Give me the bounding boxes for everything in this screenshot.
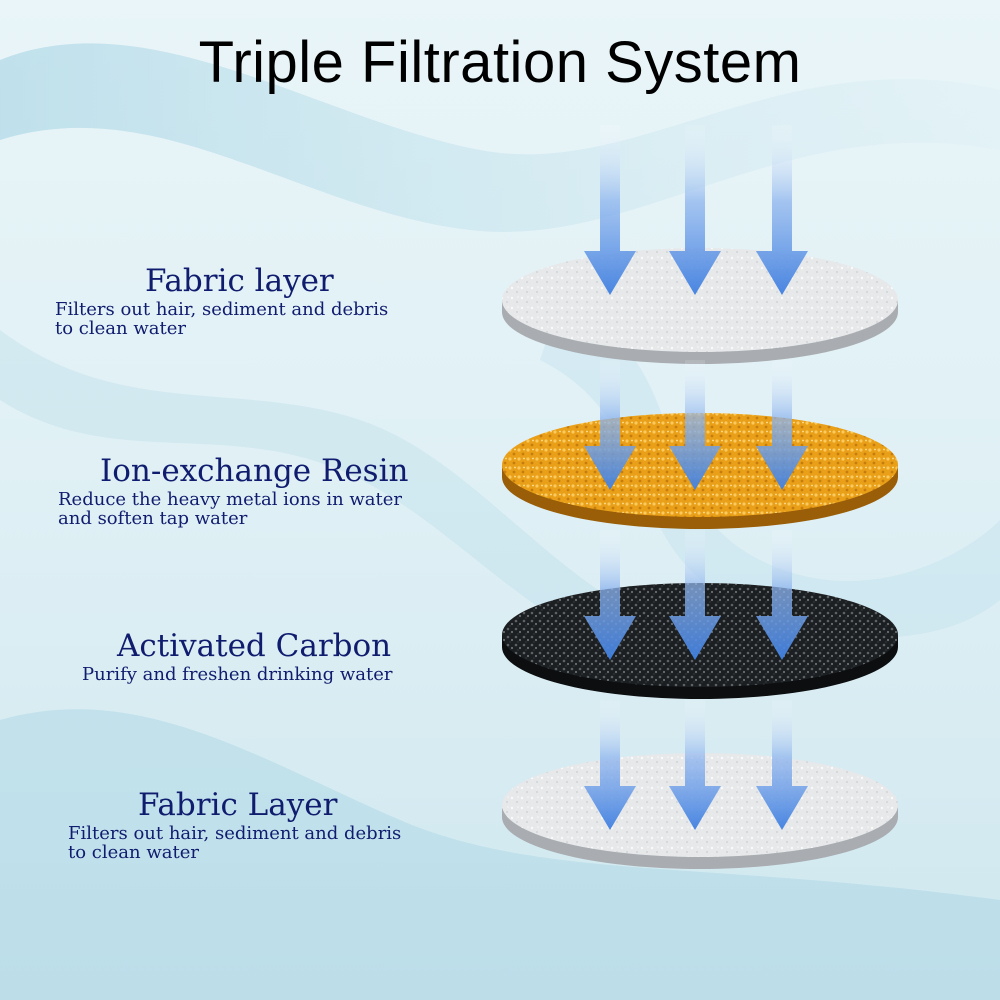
flow-arrow-icon [669,700,721,830]
layer-description: Filters out hair, sediment and debris to… [55,299,389,339]
flow-arrow-icon [669,360,721,490]
layer-fabric-bottom: Fabric Layer Filters out hair, sediment … [68,786,401,862]
flow-arrow-icon [669,125,721,295]
layer-ion-exchange-resin: Ion-exchange Resin Reduce the heavy meta… [58,452,408,528]
layer-name: Fabric layer [145,263,334,299]
flow-arrow-icon [756,125,808,295]
layer-activated-carbon: Activated Carbon Purify and freshen drin… [82,627,393,684]
flow-arrow-icon [669,530,721,660]
flow-arrow-icon [584,360,636,490]
layer-name: Fabric Layer [138,787,338,823]
layer-name: Activated Carbon [117,628,392,664]
flow-arrow-icon [584,125,636,295]
layer-name: Ion-exchange Resin [100,453,409,489]
flow-arrow-icon [756,360,808,490]
layer-description: Reduce the heavy metal ions in water and… [58,489,403,529]
flow-arrow-icon [584,530,636,660]
flow-arrow-icon [584,700,636,830]
filter-stack-diagram [502,125,898,869]
flow-arrow-icon [756,530,808,660]
layer-description: Filters out hair, sediment and debris to… [68,823,402,863]
page-title: Triple Filtration System [198,30,802,95]
flow-arrow-icon [756,700,808,830]
layer-description: Purify and freshen drinking water [82,664,393,685]
layer-fabric-top: Fabric layer Filters out hair, sediment … [55,262,388,338]
